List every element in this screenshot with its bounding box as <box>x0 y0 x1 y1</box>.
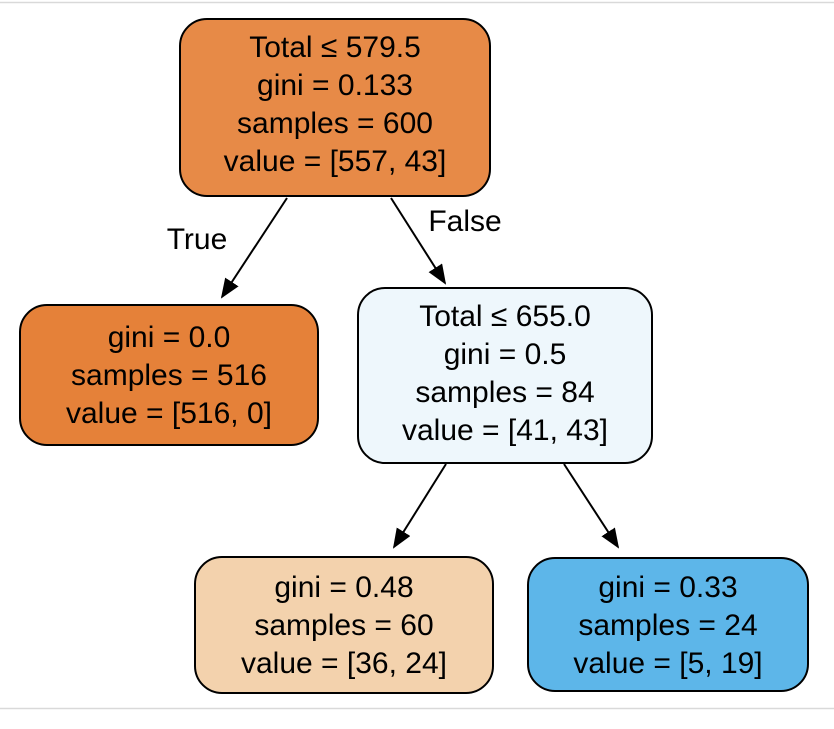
node-box <box>357 287 653 464</box>
edge-internal-to-bottom-right-leaf <box>563 463 620 549</box>
tree-node-bottom-left-leaf: gini = 0.48 samples = 60 value = [36, 24… <box>194 556 494 694</box>
node-samples: samples = 24 <box>578 609 757 642</box>
node-box <box>527 557 809 692</box>
tree-node-right-internal: Total ≤ 655.0 gini = 0.5 samples = 84 va… <box>357 287 653 464</box>
node-samples: samples = 600 <box>237 107 433 140</box>
edge-label-true: True <box>167 223 228 256</box>
node-split-rule: Total ≤ 579.5 <box>249 31 421 64</box>
node-split-rule: Total ≤ 655.0 <box>419 300 591 333</box>
node-gini: gini = 0.33 <box>598 571 737 604</box>
edge-root-to-right-internal <box>390 197 447 285</box>
tree-node-bottom-right-leaf: gini = 0.33 samples = 24 value = [5, 19] <box>527 557 809 692</box>
node-box <box>194 556 494 694</box>
node-box <box>179 18 491 197</box>
node-box <box>19 304 319 446</box>
node-value: value = [557, 43] <box>224 145 447 178</box>
edge-label-false: False <box>428 205 501 238</box>
node-value: value = [36, 24] <box>241 647 447 680</box>
node-value: value = [5, 19] <box>573 647 762 680</box>
edge-root-to-left-leaf <box>220 197 288 299</box>
node-samples: samples = 84 <box>415 376 594 409</box>
edge-internal-to-bottom-left-leaf <box>392 463 447 549</box>
node-value: value = [516, 0] <box>66 397 272 430</box>
node-gini: gini = 0.48 <box>274 571 413 604</box>
tree-node-left-leaf: gini = 0.0 samples = 516 value = [516, 0… <box>19 304 319 446</box>
node-samples: samples = 516 <box>71 359 267 392</box>
tree-node-root: Total ≤ 579.5 gini = 0.133 samples = 600… <box>179 18 491 197</box>
node-gini: gini = 0.5 <box>444 338 567 371</box>
node-gini: gini = 0.133 <box>257 69 413 102</box>
node-samples: samples = 60 <box>254 609 433 642</box>
node-value: value = [41, 43] <box>402 414 608 447</box>
node-gini: gini = 0.0 <box>108 321 231 354</box>
